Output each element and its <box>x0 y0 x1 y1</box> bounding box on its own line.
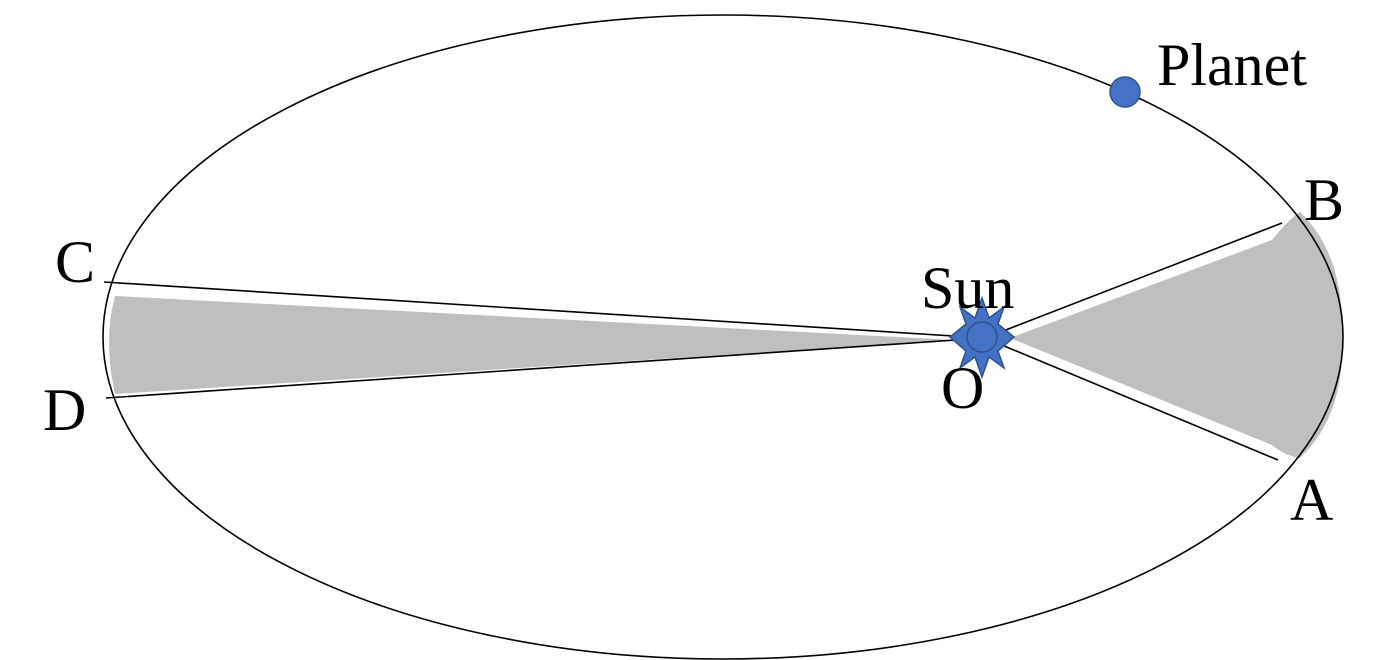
sector-cd <box>109 296 955 394</box>
point-b-label: B <box>1304 167 1344 233</box>
radius-line-ob <box>984 222 1283 339</box>
point-d-label: D <box>43 377 86 443</box>
planet-icon <box>1109 76 1141 108</box>
sector-ab <box>1010 212 1343 458</box>
origin-label: O <box>941 355 984 421</box>
orbit-ellipse <box>102 14 1344 660</box>
point-c-label: C <box>55 229 95 295</box>
radius-line-oc <box>103 281 986 339</box>
radius-line-oa <box>984 337 1279 461</box>
sun-label: Sun <box>921 255 1014 321</box>
radius-line-od <box>105 337 986 399</box>
planet-label: Planet <box>1157 32 1307 98</box>
sun-icon <box>948 295 1016 380</box>
point-a-label: A <box>1290 467 1333 533</box>
